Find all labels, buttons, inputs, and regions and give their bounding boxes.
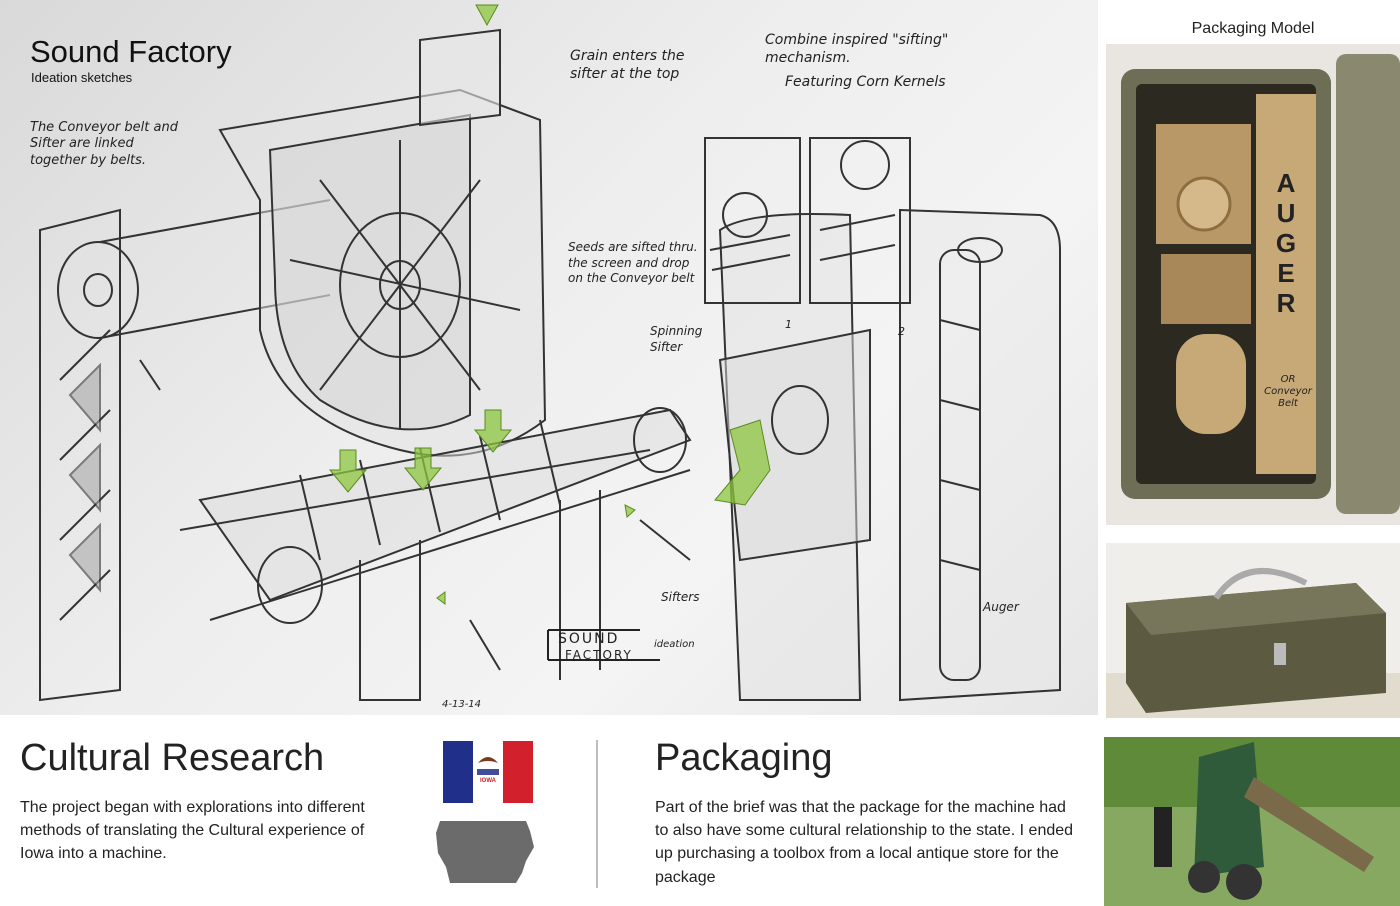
auger-box-text: A U G E R [1274,168,1298,318]
logo-sound: SOUND [558,631,620,647]
note-sifters: Sifters [661,590,700,604]
note-conveyor: The Conveyor belt and Sifter are linked … [30,120,178,168]
sketch-date: 4-13-14 [442,699,482,710]
box-small-line: Conveyor [1264,386,1312,397]
sketch-subtitle: Ideation sketches [31,70,133,85]
note-step-1: 1 [785,318,792,331]
note-auger: Auger [983,600,1019,614]
threshing-machine-photo [1104,737,1400,906]
box-small-line: OR [1280,374,1296,385]
note-featuring: Featuring Corn Kernels [785,74,946,90]
note-step-2: 2 [898,325,905,338]
ideation-sketch: Sound Factory Ideation sketches The Conv… [0,0,1098,715]
box-small-line: Belt [1278,398,1298,409]
iowa-state-shape-icon [430,817,540,887]
machine-sketch-drawing [39,4,1061,702]
packaging-model-photo: A U G E R OR Conveyor Belt [1106,44,1400,525]
logo-ideation: ideation [654,639,695,650]
auger-letter: E [1277,257,1295,288]
cultural-research-heading: Cultural Research [20,737,325,779]
packaging-heading: Packaging [655,737,833,779]
iowa-flag-icon: IOWA [443,741,533,803]
cultural-research-body: The project began with explorations into… [20,799,365,863]
auger-box-small-text: OR Conveyor Belt [1260,374,1316,410]
auger-letter: G [1275,227,1297,258]
logo-factory: FACTORY [565,648,633,662]
auger-letter: U [1276,197,1296,228]
sketch-title: Sound Factory [30,34,232,69]
note-spinning: Spinning Sifter [650,324,703,354]
section-divider [596,740,598,888]
toolbox-photo [1106,543,1400,718]
flag-iowa-text: IOWA [480,778,496,784]
packaging-model-label: Packaging Model [1191,20,1315,37]
auger-letter: R [1276,287,1296,318]
packaging-body: Part of the brief was that the package f… [655,799,1074,886]
note-seeds: Seeds are sifted thru. the screen and dr… [568,240,698,286]
auger-letter: A [1276,168,1296,198]
note-combine: Combine inspired "sifting" mechanism. [765,32,949,66]
note-grain: Grain enters the sifter at the top [570,48,685,82]
